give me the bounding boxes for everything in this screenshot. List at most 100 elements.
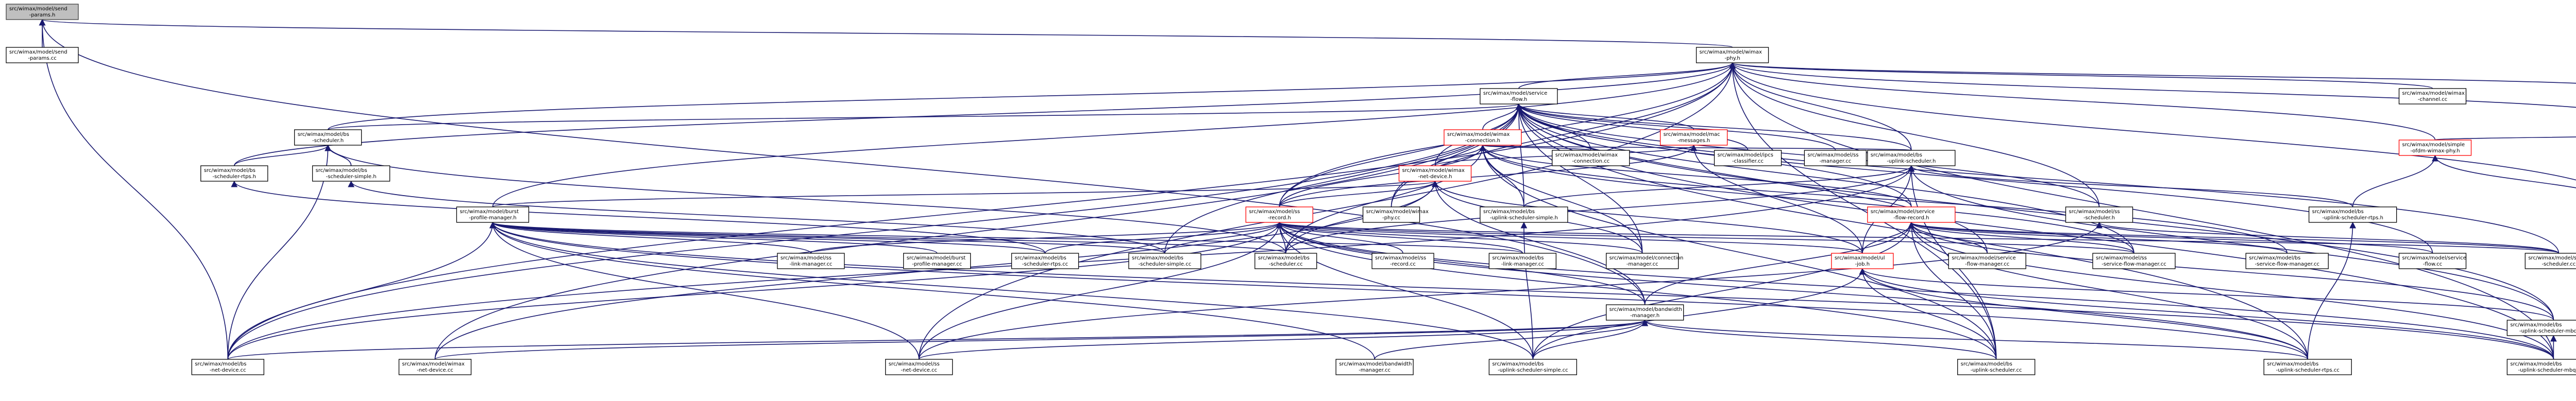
file-node-n47[interactable]: src/wimax/model/bs-uplink-scheduler.cc — [1957, 359, 2036, 375]
include-edge-n34-n40 — [1859, 268, 2554, 321]
file-node-box[interactable] — [294, 129, 362, 146]
file-node-box[interactable] — [2263, 359, 2352, 375]
file-node-n12[interactable]: src/wimax/model/wimax-connection.cc — [1552, 150, 1630, 166]
file-node-n7[interactable]: src/wimax/model/bs-scheduler.h — [294, 129, 362, 146]
file-node-box[interactable] — [1128, 253, 1201, 269]
file-node-box[interactable] — [2065, 206, 2133, 223]
file-node-box[interactable] — [1804, 150, 1867, 166]
file-node-box[interactable] — [1371, 253, 1434, 269]
include-edge-n8-n16 — [1279, 144, 1697, 207]
file-node-n37[interactable]: src/wimax/model/bs-service-flow-manager.… — [2245, 253, 2329, 269]
file-node-box[interactable] — [2398, 140, 2472, 156]
file-node-n43[interactable]: src/wimax/model/wimax-net-device.cc — [398, 359, 472, 375]
file-node-n15[interactable]: src/wimax/model/bs-scheduler-simple.h — [312, 165, 391, 182]
file-node-n19[interactable]: src/wimax/model/bs-uplink-scheduler.h — [1867, 150, 1956, 166]
file-node-n48[interactable]: src/wimax/model/bs-uplink-scheduler-rtps… — [2263, 359, 2352, 375]
file-node-box[interactable] — [1606, 304, 1684, 321]
file-node-box[interactable] — [777, 253, 845, 269]
file-node-n39[interactable]: src/wimax/model/ss-scheduler.cc — [2524, 253, 2576, 269]
file-node-n21[interactable]: src/wimax/model/ss-scheduler.h — [2065, 206, 2133, 223]
file-node-box[interactable] — [191, 359, 264, 375]
file-node-n40[interactable]: src/wimax/model/bs-uplink-scheduler-mbqo… — [2506, 320, 2576, 336]
file-node-n4[interactable]: src/wimax/model/wimax-channel.cc — [2398, 88, 2467, 104]
file-node-n41[interactable]: src/wimax/model/bandwidth-manager.h — [1606, 304, 1684, 321]
file-node-n17[interactable]: src/wimax/model/wimax-phy.cc — [1362, 206, 1429, 223]
file-node-box[interactable] — [903, 253, 971, 269]
file-node-box[interactable] — [1948, 253, 2026, 269]
file-node-n16[interactable]: src/wimax/model/ss-record.h — [1245, 206, 1313, 223]
file-node-n9[interactable]: src/wimax/model/wimax-connection.h — [1444, 129, 1522, 146]
file-node-box[interactable] — [885, 359, 953, 375]
file-node-n1[interactable]: src/wimax/model/send-params.cc — [6, 47, 79, 63]
file-node-box[interactable] — [2506, 359, 2576, 375]
file-node-n13[interactable]: src/wimax/model/wimax-net-device.h — [1398, 165, 1472, 182]
file-node-box[interactable] — [1480, 88, 1558, 104]
file-node-box[interactable] — [456, 206, 529, 223]
file-node-n32[interactable]: src/wimax/model/bs-link-manager.cc — [1488, 253, 1557, 269]
file-node-box[interactable] — [1488, 359, 1578, 375]
file-node-box[interactable] — [2524, 253, 2576, 269]
file-node-n14[interactable]: src/wimax/model/bs-scheduler-rtps.h — [200, 165, 268, 182]
file-node-n49[interactable]: src/wimax/model/bs-uplink-scheduler-mbqo… — [2506, 359, 2576, 375]
file-node-box[interactable] — [1245, 206, 1313, 223]
file-node-box[interactable] — [200, 165, 268, 182]
file-node-box[interactable] — [1335, 359, 1414, 375]
file-node-n3[interactable]: src/wimax/model/service-flow.h — [1480, 88, 1558, 104]
file-node-n18[interactable]: src/wimax/model/bs-uplink-scheduler-simp… — [1480, 206, 1568, 223]
file-node-box[interactable] — [2092, 253, 2176, 269]
file-node-box[interactable] — [2506, 320, 2576, 336]
file-node-n33[interactable]: src/wimax/model/connection-manager.cc — [1606, 253, 1684, 269]
file-node-box[interactable] — [1659, 129, 1728, 146]
file-node-box[interactable] — [1398, 165, 1472, 182]
file-node-box[interactable] — [2398, 253, 2467, 269]
file-node-box[interactable] — [1606, 253, 1679, 269]
file-node-box[interactable] — [1552, 150, 1630, 166]
include-edge-n9-n19 — [1480, 144, 1912, 152]
file-node-n22[interactable]: src/wimax/model/simple-ofdm-wimax-phy.h — [2398, 140, 2472, 156]
file-node-box[interactable] — [1480, 206, 1568, 223]
file-node-n44[interactable]: src/wimax/model/ss-net-device.cc — [885, 359, 953, 375]
file-node-n42[interactable]: src/wimax/model/bs-net-device.cc — [191, 359, 264, 375]
file-node-n0[interactable]: src/wimax/model/send-params.h — [6, 4, 79, 20]
file-node-box[interactable] — [398, 359, 472, 375]
file-node-n2[interactable]: src/wimax/model/wimax-phy.h — [1696, 47, 1769, 63]
file-node-box[interactable] — [2398, 88, 2467, 104]
file-node-box[interactable] — [1011, 253, 1079, 269]
file-node-n26[interactable]: src/wimax/model/ss-link-manager.cc — [777, 253, 845, 269]
file-node-box[interactable] — [1362, 206, 1420, 223]
file-node-box[interactable] — [6, 47, 79, 63]
file-node-n27[interactable]: src/wimax/model/burst-profile-manager.cc — [903, 253, 971, 269]
file-node-label-line: -flow-manager.cc — [1965, 261, 2009, 267]
file-node-box[interactable] — [1867, 206, 1956, 223]
file-node-n25[interactable]: src/wimax/model/burst-profile-manager.h — [456, 206, 529, 223]
file-node-n11[interactable]: src/wimax/model/ss-manager.cc — [1804, 150, 1867, 166]
file-node-n46[interactable]: src/wimax/model/bs-uplink-scheduler-simp… — [1488, 359, 1578, 375]
file-node-box[interactable] — [1255, 253, 1317, 269]
file-node-n8[interactable]: src/wimax/model/mac-messages.h — [1659, 129, 1728, 146]
file-node-box[interactable] — [1714, 150, 1782, 166]
file-node-box[interactable] — [2245, 253, 2329, 269]
file-node-box[interactable] — [1696, 47, 1769, 63]
file-node-box[interactable] — [1444, 129, 1522, 146]
include-edge-n16-n32 — [1276, 221, 1523, 254]
file-node-box[interactable] — [1488, 253, 1557, 269]
include-edge-n16-n47 — [1276, 221, 1997, 360]
file-node-n45[interactable]: src/wimax/model/bandwidth-manager.cc — [1335, 359, 1414, 375]
file-node-box[interactable] — [2309, 206, 2397, 223]
file-node-n29[interactable]: src/wimax/model/bs-scheduler-simple.cc — [1128, 253, 1201, 269]
file-node-n20[interactable]: src/wimax/model/service-flow-record.h — [1867, 206, 1956, 223]
file-node-n10[interactable]: src/wimax/model/ipcs-classifier.cc — [1714, 150, 1782, 166]
file-node-n36[interactable]: src/wimax/model/ss-service-flow-manager.… — [2092, 253, 2176, 269]
file-node-n28[interactable]: src/wimax/model/bs-scheduler-rtps.cc — [1011, 253, 1079, 269]
file-node-n31[interactable]: src/wimax/model/ss-record.cc — [1371, 253, 1434, 269]
file-node-box[interactable] — [6, 4, 79, 20]
file-node-n35[interactable]: src/wimax/model/service-flow-manager.cc — [1948, 253, 2026, 269]
file-node-box[interactable] — [1831, 253, 1894, 269]
file-node-box[interactable] — [1867, 150, 1956, 166]
file-node-box[interactable] — [312, 165, 391, 182]
file-node-n23[interactable]: src/wimax/model/bs-uplink-scheduler-rtps… — [2309, 206, 2397, 223]
file-node-box[interactable] — [1957, 359, 2036, 375]
file-node-n30[interactable]: src/wimax/model/bs-scheduler.cc — [1255, 253, 1317, 269]
file-node-n38[interactable]: src/wimax/model/service-flow.cc — [2398, 253, 2467, 269]
file-node-n34[interactable]: src/wimax/model/ul-job.h — [1831, 253, 1894, 269]
